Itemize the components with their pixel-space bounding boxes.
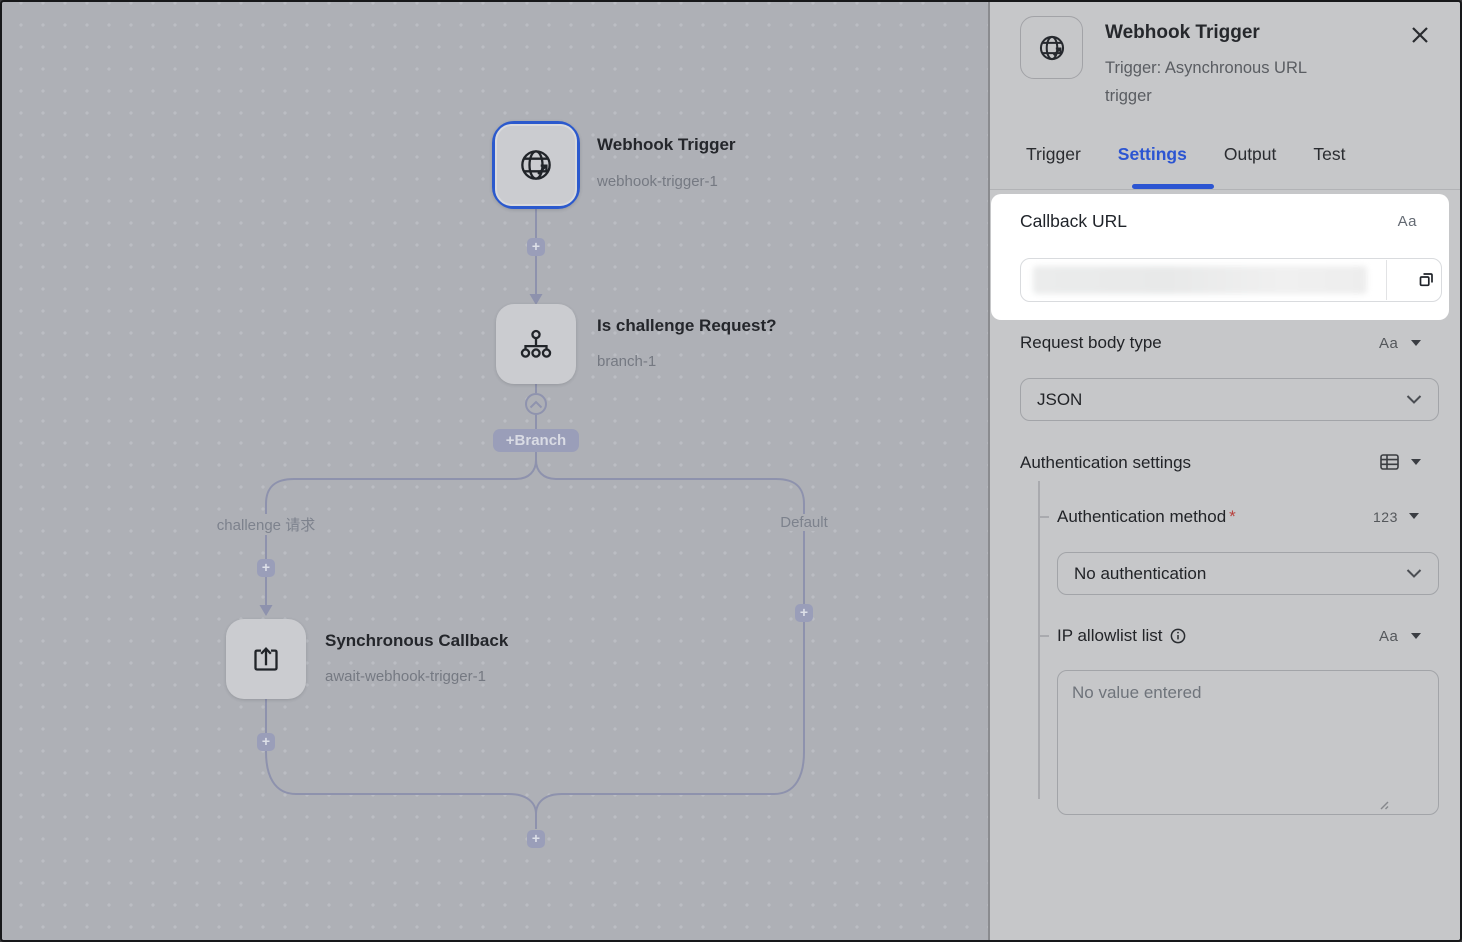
add-node-button-branch-left[interactable]: + [257, 559, 275, 577]
auth-method-caret-icon[interactable] [1409, 513, 1419, 519]
active-tab-underline [1132, 184, 1214, 189]
input-divider [1386, 260, 1387, 300]
add-node-button-after-callback[interactable]: + [257, 733, 275, 751]
auth-settings-caret-icon[interactable] [1411, 459, 1421, 465]
add-node-button-branch-right[interactable]: + [795, 604, 813, 622]
collapse-branches-button[interactable] [525, 393, 547, 415]
tabs-divider [990, 189, 1460, 190]
table-icon[interactable] [1380, 454, 1399, 470]
workflow-edges [259, 209, 805, 829]
panel-node-icon-tile [1020, 16, 1083, 79]
field-type-text-badge[interactable]: Aa [1379, 335, 1399, 352]
field-type-text-badge[interactable]: Aa [1379, 628, 1399, 645]
authentication-settings-label: Authentication settings [1020, 453, 1192, 472]
ip-allowlist-caret-icon[interactable] [1411, 633, 1421, 639]
close-icon [1412, 27, 1428, 43]
callback-url-redacted-value [1033, 266, 1367, 294]
authentication-method-label-text: Authentication method [1057, 507, 1227, 526]
tab-output[interactable]: Output [1223, 144, 1277, 164]
workflow-canvas[interactable]: + + + + + +Branch challenge 请求 Default [2, 2, 990, 940]
tree-indent-line [1038, 481, 1040, 799]
node-title-branch: Is challenge Request? [597, 316, 777, 335]
branch-label-challenge[interactable]: challenge 请求 [211, 514, 321, 535]
ip-allowlist-label-text: IP allowlist list [1057, 626, 1163, 645]
copy-icon [1419, 273, 1433, 287]
branch-label-default[interactable]: Default [775, 514, 833, 531]
tree-stub [1038, 635, 1049, 637]
panel-subtitle: Trigger: Asynchronous URL trigger [1105, 59, 1307, 105]
node-webhook-trigger[interactable] [492, 121, 580, 209]
authentication-method-select[interactable]: No authentication [1057, 552, 1439, 595]
required-asterisk: * [1229, 507, 1236, 526]
ip-allowlist-label: IP allowlist list [1057, 626, 1186, 646]
tab-settings[interactable]: Settings [1117, 144, 1187, 164]
callback-url-input[interactable] [1020, 258, 1442, 302]
node-synchronous-callback[interactable] [226, 619, 306, 699]
callback-upload-icon [254, 647, 278, 671]
node-branch[interactable] [496, 304, 576, 384]
tab-test[interactable]: Test [1313, 144, 1346, 164]
add-node-button-after-trigger[interactable]: + [527, 238, 545, 256]
node-subtitle-callback: await-webhook-trigger-1 [325, 668, 486, 685]
node-title-webhook: Webhook Trigger [597, 135, 736, 154]
field-type-number-badge[interactable]: 123 [1373, 509, 1398, 525]
node-subtitle-webhook: webhook-trigger-1 [597, 173, 718, 190]
globe-trigger-icon [1039, 35, 1064, 60]
node-subtitle-branch: branch-1 [597, 353, 657, 370]
field-type-text-badge[interactable]: Aa [1397, 213, 1417, 230]
tree-stub [1038, 516, 1049, 518]
info-icon[interactable] [1170, 628, 1186, 644]
resize-handle-icon[interactable] [1378, 799, 1389, 810]
chevron-down-icon [1406, 395, 1422, 404]
copy-url-button[interactable] [1399, 259, 1454, 300]
callback-url-label: Callback URL [1020, 211, 1127, 231]
panel-tabs: Trigger Settings Output Test [1026, 144, 1346, 165]
authentication-method-label: Authentication method* [1057, 507, 1236, 527]
close-panel-button[interactable] [1408, 23, 1432, 47]
chevron-down-icon [1406, 569, 1422, 578]
add-node-button-after-merge[interactable]: + [527, 830, 545, 848]
field-type-caret-icon[interactable] [1411, 340, 1421, 346]
add-branch-button[interactable]: +Branch [493, 429, 579, 452]
request-body-type-value: JSON [1037, 389, 1083, 409]
tab-trigger[interactable]: Trigger [1026, 144, 1081, 164]
globe-trigger-icon [521, 150, 551, 180]
panel-title: Webhook Trigger [1105, 22, 1260, 43]
ip-allowlist-textarea[interactable]: No value entered [1057, 670, 1439, 815]
chevron-up-icon [529, 400, 543, 408]
request-body-type-label: Request body type [1020, 333, 1162, 352]
callback-url-section: Callback URL Aa [991, 194, 1449, 320]
branch-icon [520, 329, 552, 358]
authentication-method-value: No authentication [1074, 563, 1207, 583]
request-body-type-select[interactable]: JSON [1020, 378, 1439, 421]
node-config-panel: Webhook Trigger Trigger: Asynchronous UR… [990, 2, 1460, 940]
node-title-callback: Synchronous Callback [325, 631, 509, 650]
